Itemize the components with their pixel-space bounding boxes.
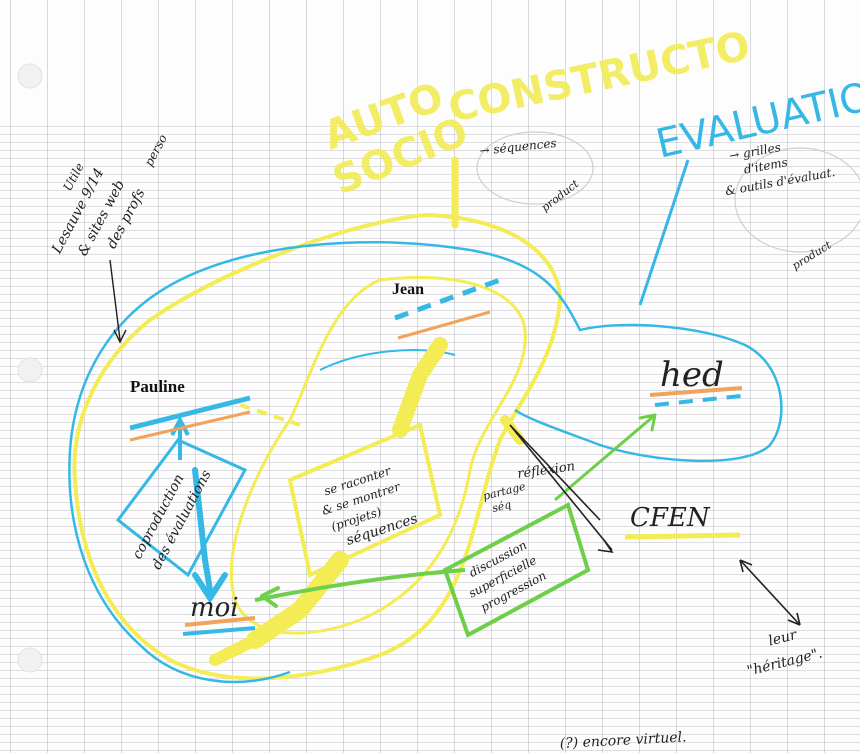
- jean-blue-underline: [394, 277, 501, 321]
- svg-text:perso: perso: [142, 132, 170, 169]
- note-product-1: product: [539, 177, 582, 214]
- node-pauline: Pauline: [130, 377, 185, 396]
- punch-hole-top: [17, 63, 43, 89]
- svg-text:séq: séq: [491, 498, 513, 515]
- node-jean: Jean: [392, 281, 424, 298]
- moi-blue-underline: [182, 626, 256, 636]
- note-product-2: product: [790, 238, 834, 272]
- raconter-box: [287, 422, 443, 578]
- moi-orange-underline: [184, 616, 256, 627]
- hed-orange-underline: [649, 386, 743, 397]
- node-moi: moi: [190, 593, 239, 623]
- yellow-arrow-jean: [392, 337, 448, 438]
- yellow-arrow-moi: [246, 551, 349, 649]
- pauline-orange-underline: [129, 410, 251, 442]
- ink-arrow-partage: [509, 424, 613, 551]
- yellow-arrow-moi-tail: [209, 634, 261, 666]
- svg-text:leur: leur: [767, 627, 800, 650]
- green-arrow-to-hed: [554, 413, 656, 502]
- ink-arrowhead-partage: [597, 539, 614, 554]
- paper-header-margin: [0, 0, 860, 124]
- green-arrowhead-moi: [260, 586, 280, 608]
- note-encore-virtuel: (?) encore virtuel.: [559, 729, 686, 752]
- blue-outer-loop: [68, 240, 471, 684]
- green-arrowhead-hed: [638, 413, 657, 432]
- blue-evaluation-connector: [638, 159, 690, 306]
- note-reflexion: réflexion: [516, 459, 575, 482]
- blue-arrowhead-moi: [192, 572, 228, 604]
- note-top-left: Utile Lesauve 9/14 & sites web des profs…: [49, 132, 170, 259]
- cfen-yellow-underline: [624, 532, 741, 540]
- node-hed: hed: [660, 355, 724, 395]
- blue-arrow-pauline-moi: [192, 467, 213, 593]
- ink-arrow-top-left: [109, 259, 121, 341]
- green-arrow-to-moi: [254, 568, 466, 602]
- hed-blue-underline: [654, 393, 751, 407]
- pencil-circle-grilles: [734, 147, 860, 253]
- yellow-inner-loop: [230, 276, 527, 635]
- ink-arrow-heritage: [739, 559, 801, 626]
- node-cfen: CFEN: [630, 503, 711, 533]
- jean-orange-underline: [397, 310, 491, 340]
- note-sequences: → séquences: [479, 136, 557, 158]
- ink-arrow-reflexion: [509, 424, 601, 521]
- punch-hole-bottom: [17, 647, 43, 673]
- note-leur-heritage: leur "héritage".: [745, 627, 824, 680]
- yellow-dash-right: [500, 415, 525, 445]
- ink-arrowhead-top-left: [113, 329, 127, 344]
- pencil-circle-sequences: [476, 131, 594, 205]
- note-partage: partage séq: [482, 480, 528, 515]
- pauline-blue-underline: [129, 395, 251, 431]
- svg-text:"héritage".: "héritage".: [745, 645, 824, 679]
- coproduction-box: [115, 438, 248, 578]
- note-raconter: se raconter & se montrer (projets) séque…: [320, 463, 420, 549]
- blue-hed-loop: [469, 248, 783, 463]
- yellow-outer-loop: [72, 212, 563, 681]
- note-discussion: discussion superficielle progression: [466, 538, 548, 615]
- punch-hole-middle: [17, 357, 43, 383]
- discussion-box: [442, 502, 591, 638]
- ink-arrowheads-heritage: [739, 559, 801, 626]
